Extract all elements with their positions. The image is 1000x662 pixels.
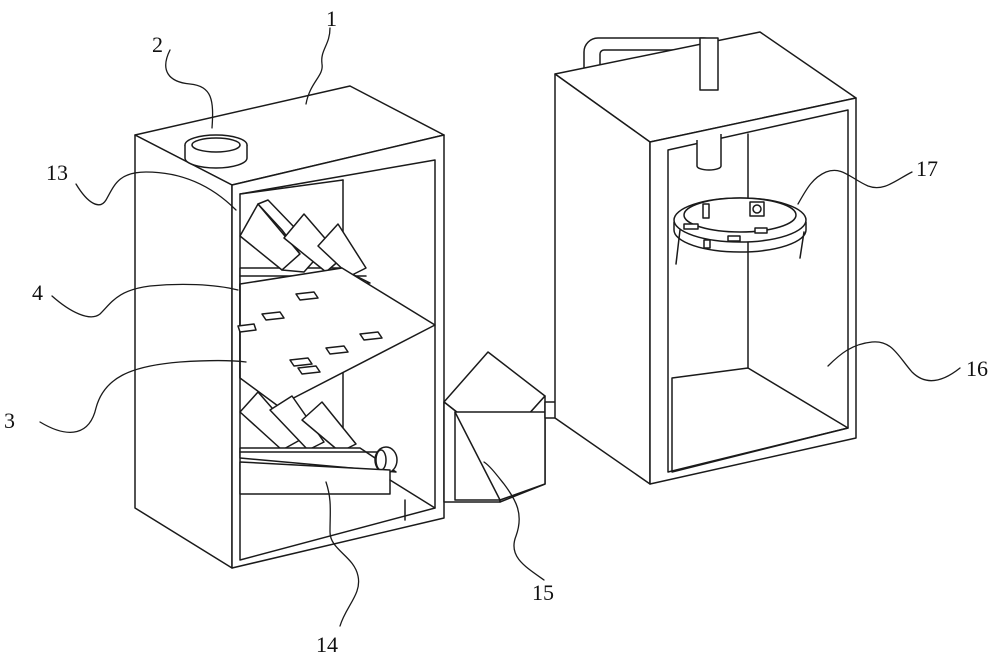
leader-4 xyxy=(51,283,239,318)
ring-blade xyxy=(702,203,710,219)
leader-17 xyxy=(797,169,913,205)
drawer-front xyxy=(239,461,391,495)
collecting-drawer xyxy=(239,461,436,521)
right-cabinet xyxy=(554,31,857,485)
middle-box xyxy=(443,351,546,503)
ring-blade xyxy=(754,227,768,234)
lower-tray xyxy=(239,447,397,473)
right-cabinet-side xyxy=(554,73,651,485)
leader-13 xyxy=(75,171,237,211)
slot xyxy=(295,291,319,301)
ring-blade xyxy=(683,223,699,230)
rotating-ring xyxy=(673,197,807,265)
slot xyxy=(359,331,383,341)
label-15: 15 xyxy=(532,580,554,605)
slot xyxy=(289,357,313,367)
upper-plate-3 xyxy=(317,223,367,277)
leader-16 xyxy=(827,341,961,382)
ring-blade xyxy=(703,239,711,249)
leader-1 xyxy=(305,27,331,105)
inlet-inner-ellipse xyxy=(191,137,241,153)
right-inner-floor xyxy=(671,367,849,473)
label-2: 2 xyxy=(152,32,163,57)
label-16: 16 xyxy=(966,356,988,381)
leader-14 xyxy=(325,481,360,627)
drawer-slope xyxy=(389,479,436,509)
leader-lines xyxy=(39,27,961,627)
part-labels: 1 2 3 4 13 14 15 16 17 xyxy=(4,6,988,657)
label-13: 13 xyxy=(46,160,68,185)
slot xyxy=(237,323,257,333)
ring-inner xyxy=(683,197,797,233)
label-14: 14 xyxy=(316,632,338,657)
ring-support-left xyxy=(675,229,681,265)
label-4: 4 xyxy=(32,280,43,305)
lower-plate-3 xyxy=(301,401,357,453)
inlet-pipe xyxy=(184,134,248,169)
slot xyxy=(261,311,285,321)
label-3: 3 xyxy=(4,408,15,433)
inner-drop-pipe xyxy=(696,134,722,171)
ring-gear xyxy=(749,201,765,217)
right-cabinet-opening xyxy=(667,109,849,473)
lower-plate-2 xyxy=(269,395,325,451)
ring-gear-hub xyxy=(752,204,762,214)
lower-plates xyxy=(239,391,398,474)
leader-2 xyxy=(165,49,214,129)
inner-top-edge xyxy=(239,179,344,195)
top-pipe-stub xyxy=(699,37,719,91)
leader-15 xyxy=(483,461,545,581)
label-17: 17 xyxy=(916,156,938,181)
screen-slots xyxy=(237,291,383,375)
slot xyxy=(325,345,349,355)
leader-3 xyxy=(39,359,247,433)
left-cabinet-side xyxy=(134,134,233,569)
middle-box-face xyxy=(454,411,546,501)
ring-blade xyxy=(727,235,741,242)
label-1: 1 xyxy=(326,6,337,31)
slot xyxy=(297,365,321,375)
screen-plate xyxy=(237,267,436,407)
ring-support-right xyxy=(799,231,805,259)
